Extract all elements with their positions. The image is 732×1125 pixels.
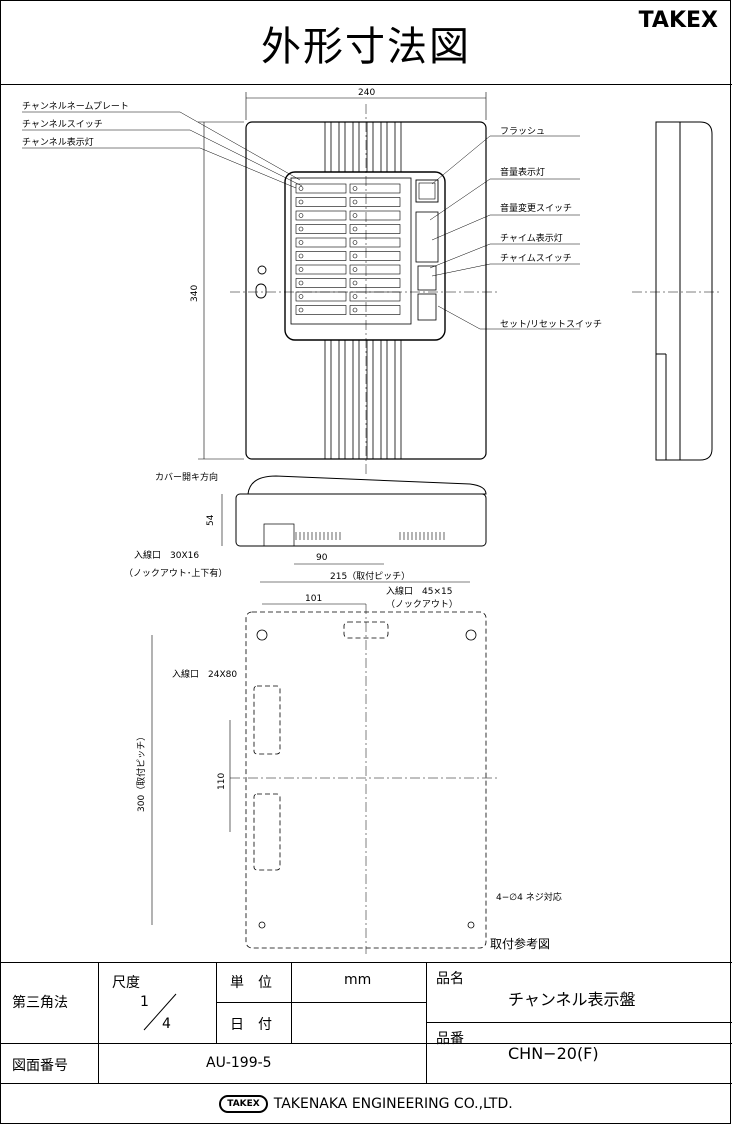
label-screw: 4−∅4 ネジ対応 [496,891,562,903]
channel-lamp-icon [298,307,304,313]
drawing-no: AU-199-5 [206,1055,272,1071]
label-channel-switch: チャンネルスイッチ [22,119,103,130]
channel-row [295,197,347,207]
label-cover-direction: カバー開キ方向 [155,471,218,483]
brand-logo: TAKEX [638,8,718,33]
channel-row [349,305,401,315]
channel-row [295,237,347,248]
channel-lamp-icon [298,267,304,272]
channel-row [349,278,401,288]
product-no-label: 品番 [436,1031,464,1047]
dim-54-label: 54 [206,514,216,526]
unit-label: 単 位 [230,975,272,991]
title-bar: 外形寸法図 TAKEX [0,0,732,85]
label-channel-nameplate: チャンネルネームプレート [22,101,129,112]
footer-logo: TAKEX [219,1095,268,1113]
mount-dims [151,603,366,925]
label-inlet-45x15-sub: （ノックアウト） [386,599,458,610]
drawing-no-label: 図面番号 [12,1058,68,1074]
unit-value: mm [344,972,372,988]
scale-label: 尺度 [112,975,140,991]
dim-90-label: 90 [316,553,328,563]
right-leaders [429,135,580,330]
channel-lamp-icon [298,199,304,205]
dim-110-label: 110 [217,773,227,790]
channel-lamp-icon [352,240,358,245]
label-reset-switch: セット/リセットスイッチ [500,319,602,330]
projection-label: 第三角法 [12,995,68,1011]
channel-lamp-icon [352,186,358,191]
dim-240 [198,92,487,460]
page-title: 外形寸法図 [261,24,471,70]
channel-row [349,210,401,221]
date-label: 日 付 [230,1017,272,1033]
channel-row [295,305,347,315]
channel-lamp-icon [352,253,358,259]
channel-lamp-icon [352,213,358,218]
label-inlet-30x16-sub: （ノックアウト･上下有） [124,567,227,579]
channel-row [295,183,347,194]
bottom-dims [221,494,470,583]
label-channel-lamp: チャンネル表示灯 [22,136,94,148]
dim-101-label: 101 [305,594,322,604]
footer: TAKEX TAKENAKA ENGINEERING CO.,LTD. [0,1084,732,1124]
label-chime-switch: チャイムスイッチ [500,253,572,264]
channel-row [295,264,347,275]
scale-denominator: 4 [162,1016,171,1032]
left-leaders [22,111,303,189]
channel-lamp-icon [352,280,358,286]
channel-row [295,251,347,261]
dim-240-label: 240 [358,88,375,98]
product-name: チャンネル表示盤 [508,990,636,1009]
label-inlet-30x16: 入線口 30X16 [134,549,199,561]
channel-row [349,183,401,194]
channel-rows [295,183,401,315]
channel-lamp-icon [352,226,358,232]
dim-300-label: 300（取付ピッチ） [136,732,147,812]
label-inlet-45x15: 入線口 45×15 [386,585,452,597]
title-block: 第三角法 尺度 1 4 単 位 mm 日 付 品名 チャンネル表示盤 品番 CH… [0,962,732,1125]
dimension-drawing: 240 340 チャンネルネームプレート チャンネルスイッチ チャンネル表示灯 … [22,88,720,954]
channel-lamp-icon [298,186,304,191]
channel-lamp-icon [352,267,358,272]
bottom-view [235,475,487,547]
dim-340-label: 340 [190,285,200,302]
channel-lamp-icon [352,294,358,299]
channel-lamp-icon [352,199,358,205]
channel-row [349,251,401,261]
channel-row [295,224,347,234]
channel-lamp-icon [298,253,304,259]
channel-row [349,264,401,275]
scale-slash [143,993,177,1031]
company-name: TAKENAKA ENGINEERING CO.,LTD. [273,1096,513,1112]
label-volume-lamp: 音量表示灯 [500,166,545,178]
dim-215-label: 215（取付ピッチ） [330,571,410,582]
product-no: CHN−20(F) [508,1044,599,1063]
channel-row [349,197,401,207]
mount-center-lines [230,604,500,954]
product-name-label: 品名 [436,971,464,987]
label-flush: フラッシュ [500,126,545,137]
channel-row [349,237,401,248]
channel-row [295,278,347,288]
label-chime-lamp: チャイム表示灯 [500,232,563,244]
mount-holes [256,629,477,929]
channel-lamp-icon [298,213,304,218]
label-mount-reference: 取付参考図 [490,936,550,951]
side-view [655,121,713,461]
channel-lamp-icon [298,240,304,245]
scale-numerator: 1 [140,994,149,1010]
channel-row [349,224,401,234]
channel-lamp-icon [298,280,304,286]
label-volume-switch: 音量変更スイッチ [500,202,572,214]
channel-lamp-icon [298,226,304,232]
channel-lamp-icon [298,294,304,299]
channel-lamp-icon [352,307,358,313]
channel-row [295,210,347,221]
center-lines [230,104,720,474]
front-view [245,121,487,460]
label-inlet-24x80: 入線口 24X80 [172,668,237,680]
